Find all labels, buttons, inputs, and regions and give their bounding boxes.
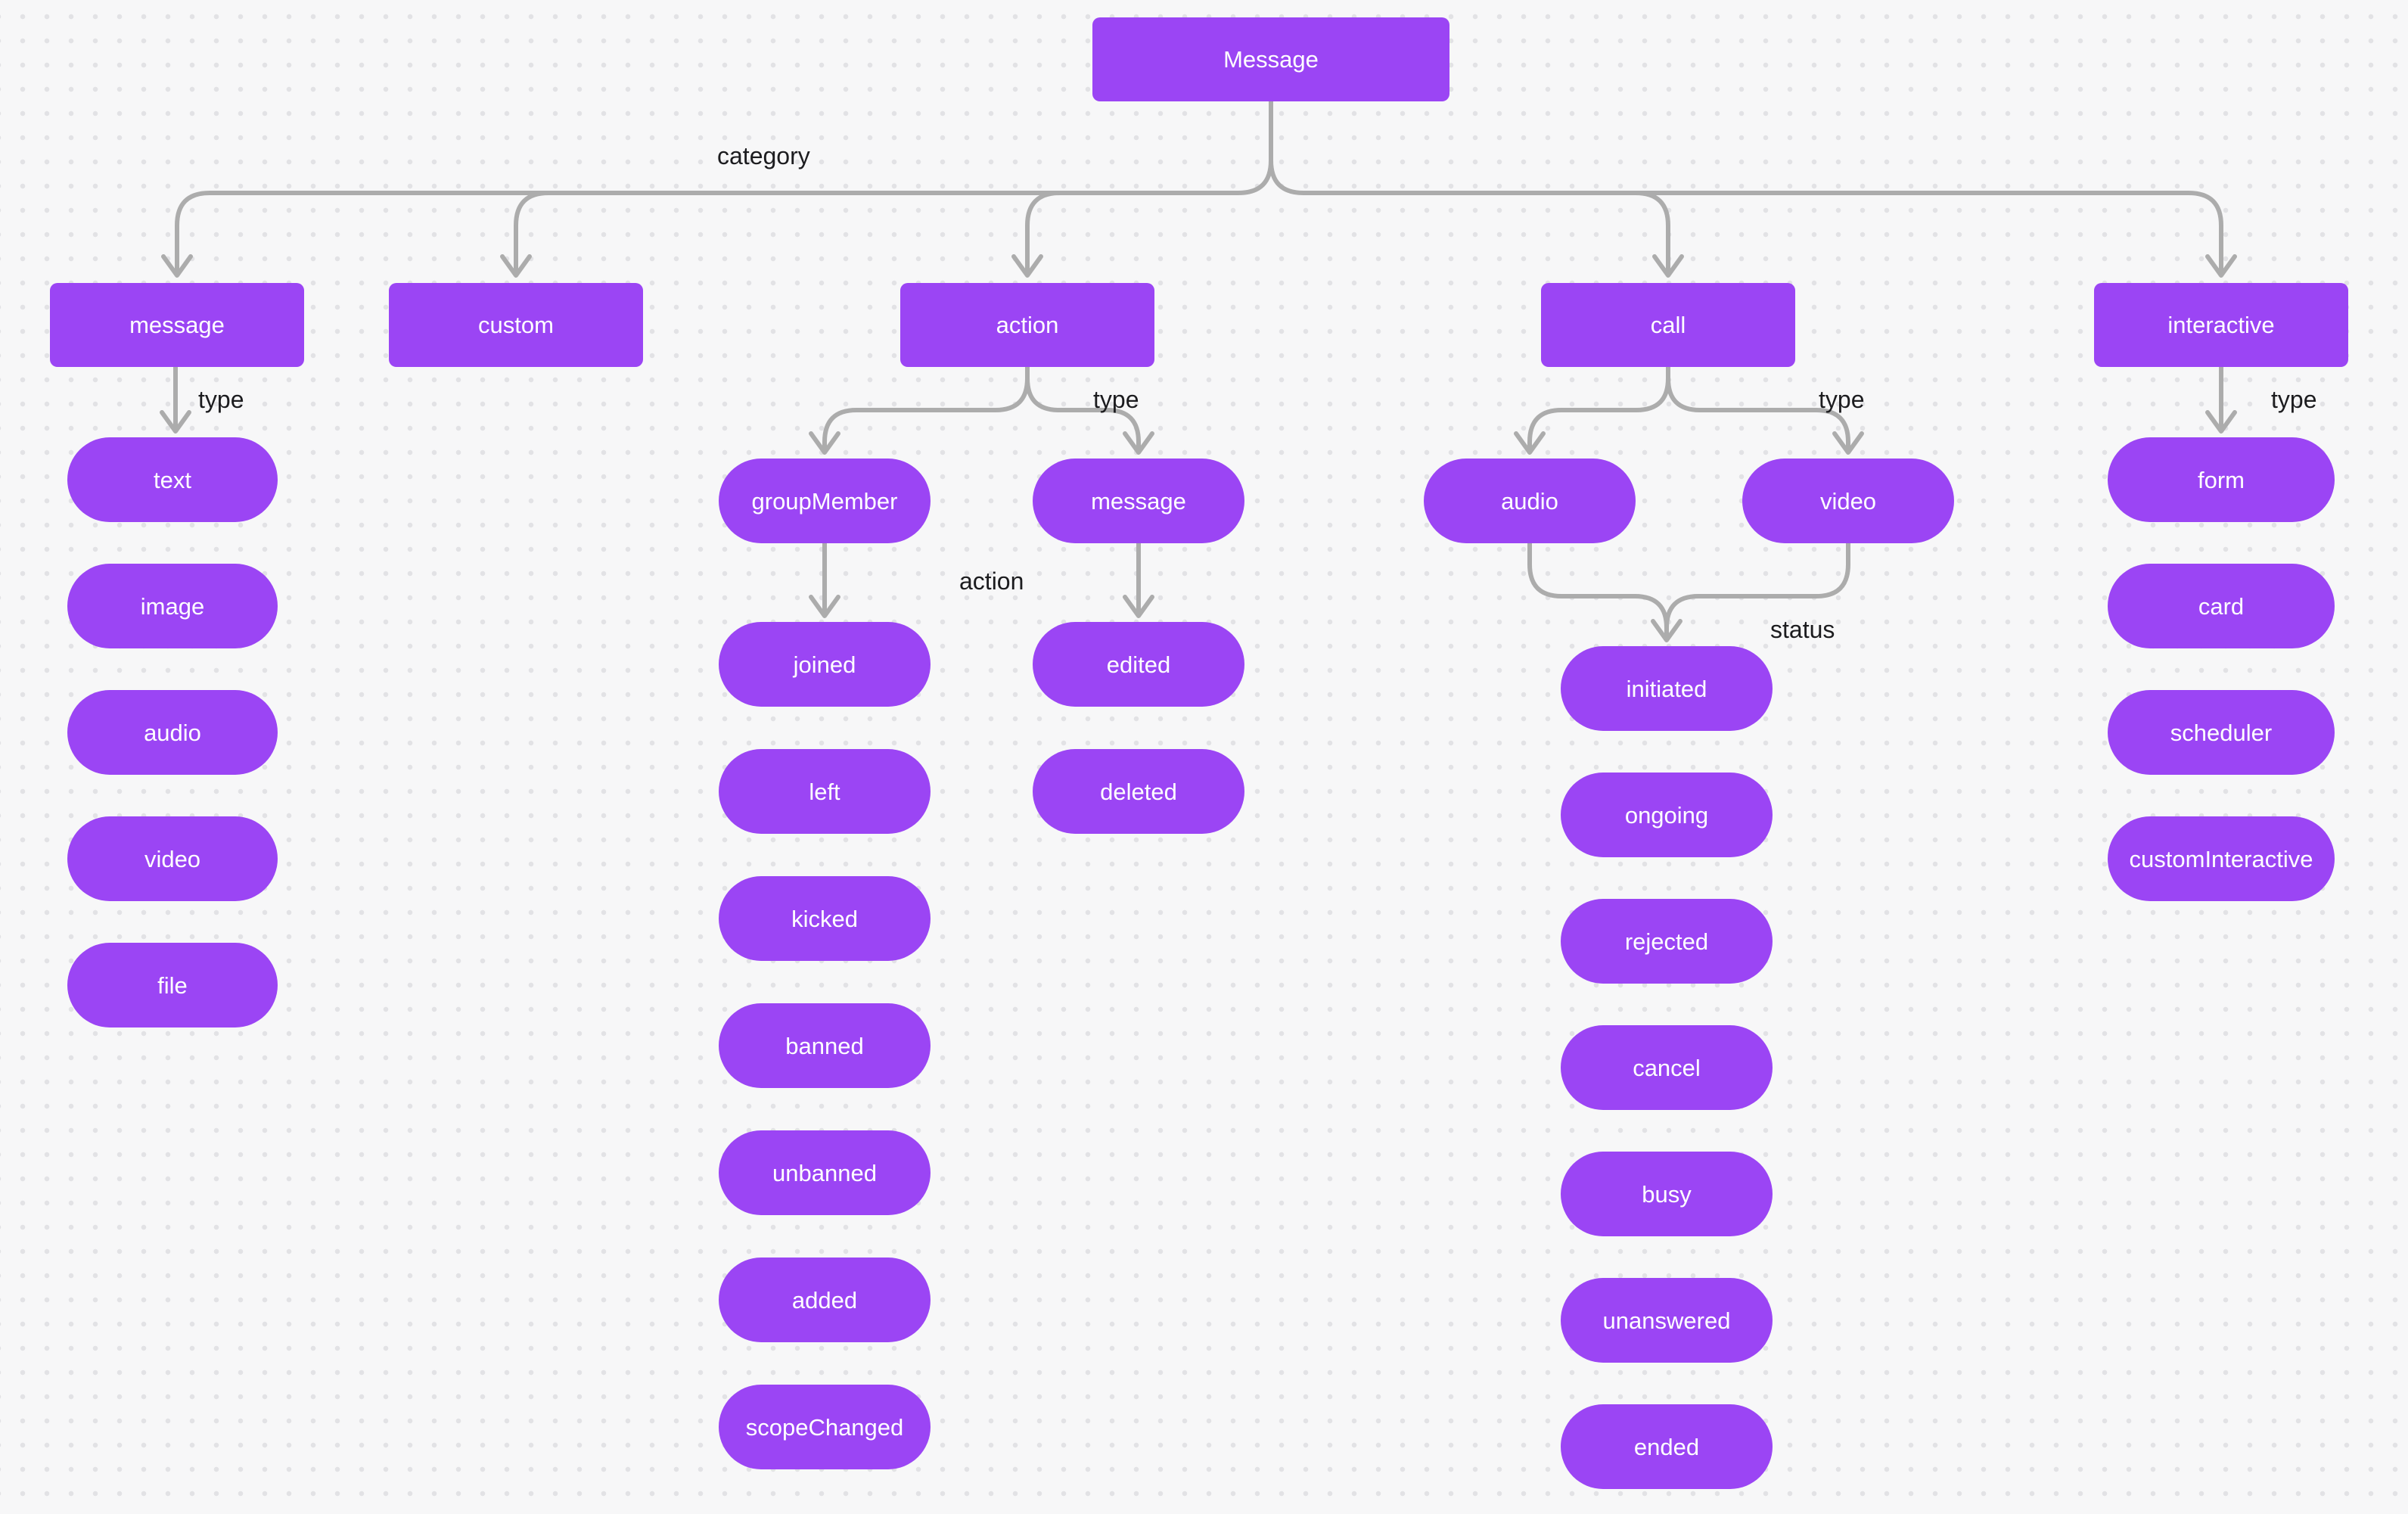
arrowhead (1011, 254, 1043, 278)
node-type-audio[interactable]: audio (67, 690, 278, 775)
node-category-message[interactable]: message (50, 283, 304, 367)
node-action-scope-changed[interactable]: scopeChanged (719, 1385, 931, 1469)
node-category-custom[interactable]: custom (389, 283, 643, 367)
arrowhead (2205, 254, 2237, 278)
connector-call-split-left (1527, 365, 1670, 452)
node-category-action[interactable]: action (900, 283, 1154, 367)
node-type-card[interactable]: card (2108, 564, 2335, 648)
arrowhead (809, 431, 840, 455)
connector-drop-custom (514, 191, 551, 275)
arrowhead (160, 410, 191, 434)
node-type-call-audio[interactable]: audio (1424, 459, 1636, 543)
arrowhead (1652, 254, 1684, 278)
connector-root-to-interactive (1269, 99, 2223, 275)
node-action-edited[interactable]: edited (1033, 622, 1244, 707)
edge-label-action: action (959, 567, 1024, 595)
arrowhead (1514, 431, 1546, 455)
node-type-message-action[interactable]: message (1033, 459, 1244, 543)
connector-action-split-left (822, 365, 1030, 452)
arrowhead (1123, 431, 1154, 455)
node-action-joined[interactable]: joined (719, 622, 931, 707)
arrowhead (500, 254, 532, 278)
edge-label-type-action: type (1093, 386, 1139, 413)
node-category-call[interactable]: call (1541, 283, 1795, 367)
connector-drop-action (1025, 191, 1062, 275)
node-type-group-member[interactable]: groupMember (719, 459, 931, 543)
node-status-initiated[interactable]: initiated (1561, 646, 1773, 731)
arrowhead (1123, 595, 1154, 618)
node-type-call-video[interactable]: video (1742, 459, 1954, 543)
node-status-unanswered[interactable]: unanswered (1561, 1278, 1773, 1363)
node-type-file[interactable]: file (67, 943, 278, 1027)
arrowhead (1832, 431, 1864, 455)
arrowhead (809, 595, 840, 618)
node-action-deleted[interactable]: deleted (1033, 749, 1244, 834)
connector-drop-call (1633, 191, 1670, 275)
node-category-interactive[interactable]: interactive (2094, 283, 2348, 367)
arrowhead (2205, 410, 2237, 434)
node-status-ended[interactable]: ended (1561, 1404, 1773, 1489)
node-type-image[interactable]: image (67, 564, 278, 648)
node-type-text[interactable]: text (67, 437, 278, 522)
arrowhead (161, 254, 193, 278)
node-action-banned[interactable]: banned (719, 1003, 931, 1088)
edge-label-type-interactive: type (2271, 386, 2317, 413)
node-type-scheduler[interactable]: scheduler (2108, 690, 2335, 775)
node-type-form[interactable]: form (2108, 437, 2335, 522)
node-type-custom-interactive[interactable]: customInteractive (2108, 816, 2335, 901)
edge-label-type-call: type (1819, 386, 1865, 413)
node-action-unbanned[interactable]: unbanned (719, 1130, 931, 1215)
connector-merge-right (1664, 541, 1850, 639)
node-action-added[interactable]: added (719, 1258, 931, 1342)
node-action-kicked[interactable]: kicked (719, 876, 931, 961)
edge-label-status: status (1770, 616, 1835, 643)
edge-label-category: category (717, 142, 810, 169)
connector-call-split-right (1666, 365, 1850, 452)
node-status-ongoing[interactable]: ongoing (1561, 773, 1773, 857)
node-root-message[interactable]: Message (1092, 17, 1449, 101)
node-status-busy[interactable]: busy (1561, 1152, 1773, 1236)
edge-label-type-message: type (198, 386, 244, 413)
node-action-left[interactable]: left (719, 749, 931, 834)
connector-action-split-right (1025, 365, 1141, 452)
node-status-cancel[interactable]: cancel (1561, 1025, 1773, 1110)
connector-root-to-message (175, 99, 1273, 275)
node-type-video[interactable]: video (67, 816, 278, 901)
arrowhead (1651, 619, 1682, 642)
node-status-rejected[interactable]: rejected (1561, 899, 1773, 984)
connector-merge-left (1527, 541, 1669, 639)
